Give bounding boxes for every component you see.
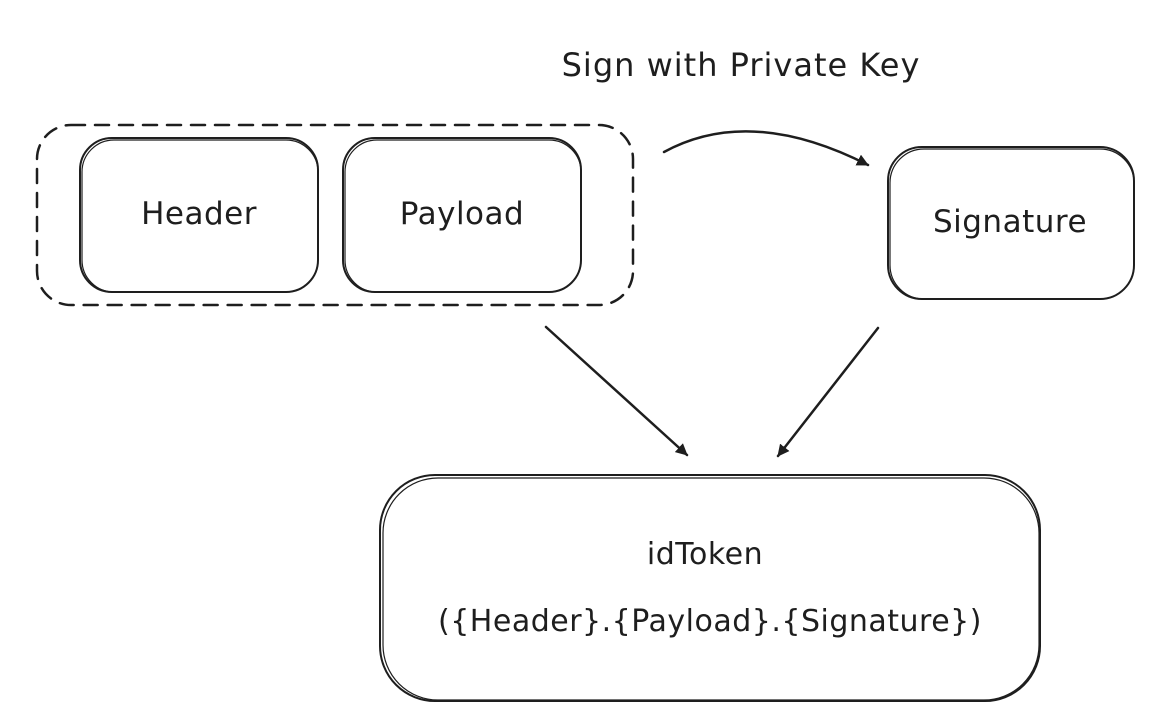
signature-to-token-arrow	[776, 326, 880, 458]
signature-node	[887, 146, 1135, 300]
id-token-title: idToken	[646, 537, 764, 572]
signature-node-label: Signature	[932, 204, 1088, 240]
header-node	[79, 137, 319, 293]
group-to-token-arrow	[544, 325, 689, 457]
id-token-node	[379, 474, 1041, 702]
header-node-label: Header	[141, 196, 257, 232]
header-payload-group	[35, 123, 635, 307]
sign-arrow	[662, 130, 870, 167]
sign-arrow-label: Sign with Private Key	[561, 46, 921, 84]
payload-node	[342, 137, 582, 293]
payload-node-label: Payload	[399, 196, 525, 232]
id-token-format: ({Header}.{Payload}.{Signature})	[438, 604, 982, 639]
